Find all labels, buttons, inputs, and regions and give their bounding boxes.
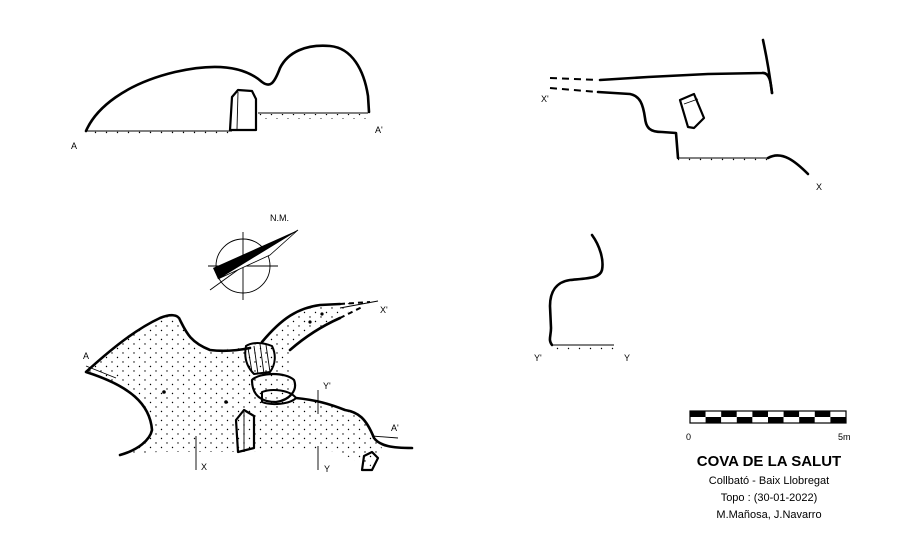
plan-point-2 [224,400,228,404]
section-x-block-edge [683,98,699,105]
scale-segment-top [752,411,768,417]
section-a-floor-sediment-2 [258,114,368,119]
scale-segment-top [799,411,815,417]
section-y-floor-sediment [552,345,614,350]
plan-a-label: A [83,351,89,361]
plan-dashed-passage [339,301,371,319]
plan-squeeze-formation [244,342,276,375]
section-y-y-prime: Y' Y [534,233,630,363]
scale-segment-bottom [783,417,800,423]
north-arrow-needle-outline [217,229,299,280]
north-arrow-needle [213,230,298,279]
section-a-ceiling [84,44,371,133]
scale-segment-top [830,411,846,417]
section-x-dashed-ceiling [549,77,599,81]
section-y-start-label: Y' [534,353,542,363]
plan-point-1 [162,390,166,394]
plan-squeeze-hatching [247,343,271,375]
scale-bar-segments [689,410,847,424]
plan-y-prime-label: Y' [323,381,331,391]
title-block: COVA DE LA SALUT Collbató - Baix Llobreg… [697,453,841,521]
scale-segment-top [736,411,753,417]
plan-a-prime-label: A' [391,423,399,433]
section-x-x-prime: X' X [541,38,822,192]
plan-block-3 [234,408,256,454]
scale-segment-top [814,411,831,417]
scale-segment-bottom [690,417,706,423]
section-x-ceiling [598,71,774,95]
scale-segment-top [705,411,722,417]
scale-start-label: 0 [686,432,691,442]
plan-outline-east [294,396,414,450]
section-a-pillar [228,88,258,132]
scale-segment-top [690,411,706,417]
survey-title: COVA DE LA SALUT [697,453,841,470]
scale-bar: 0 5m [686,410,851,442]
section-a-end-label: A' [375,125,383,135]
plan-outline-passage [260,302,342,344]
section-x-floor [596,90,680,160]
plan-outline-passage-lower [288,316,342,352]
section-x-end-label: X [816,182,822,192]
scale-segment-bottom [814,417,831,423]
section-y-end-label: Y [624,353,630,363]
scale-segment-bottom [721,417,737,423]
plan-section-line-a-prime [371,435,399,439]
plan-outline-main [84,313,252,457]
plan-x-prime-label: X' [380,305,388,315]
plan-x-label: X [201,462,207,472]
survey-authors: M.Mañosa, J.Navarro [716,509,821,521]
scale-bar-frame [689,410,847,424]
section-a-a-prime: A A' [71,44,383,151]
section-x-block [678,92,706,130]
section-a-pillar-edge [236,91,239,130]
scale-segment-bottom [736,417,753,423]
plan-block-4 [360,450,380,472]
scale-segment-bottom [799,417,815,423]
section-x-floor-sediment [678,158,768,163]
plan-point-3 [308,320,312,324]
scale-segment-bottom [752,417,768,423]
section-y-wall [548,233,604,347]
north-arrow: N.M. [208,213,299,300]
scale-segment-bottom [768,417,784,423]
plan-block-2 [261,389,297,406]
plan-section-line-x-prime [339,300,379,309]
scale-segment-top [768,411,784,417]
section-x-floor-2 [766,154,810,176]
plan-section-line-a [85,365,117,379]
section-a-start-label: A [71,141,77,151]
plan-y-label: Y [324,464,330,474]
section-a-floor-sediment [86,131,236,136]
section-x-dashed-floor [549,87,599,93]
section-x-ceiling-2 [761,38,774,95]
plan-cave-floor [86,303,382,470]
section-x-start-label: X' [541,94,549,104]
scale-segment-top [721,411,737,417]
north-label: N.M. [270,213,289,223]
scale-segment-bottom [705,417,722,423]
scale-segment-top [783,411,800,417]
survey-location: Collbató - Baix Llobregat [709,475,829,487]
plan-point-4 [320,312,324,316]
plan-view: A A' X' X Y' Y [83,300,414,474]
scale-end-label: 5m [838,432,851,442]
scale-segment-bottom [830,417,846,423]
survey-date: Topo : (30-01-2022) [721,492,818,504]
